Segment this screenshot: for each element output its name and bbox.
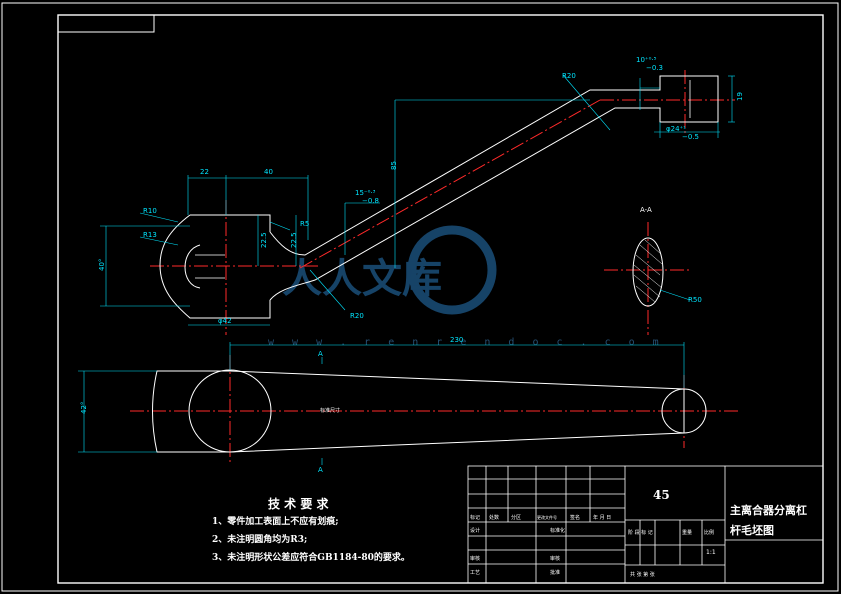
tb-date: 年 月 日	[593, 514, 611, 521]
title-block	[467, 465, 824, 584]
tech-req-2: 2、未注明圆角均为R3;	[212, 533, 307, 545]
tb-mark: 标记	[470, 514, 480, 521]
dim-tol15b: −0.8	[362, 197, 379, 205]
mid-label: 标准尺寸	[320, 407, 340, 414]
dim-40deg: 40°	[98, 259, 106, 271]
dim-r20-upper: R20	[562, 72, 576, 80]
part-name-2: 杆毛坯图	[730, 523, 774, 537]
dim-phi24b: −0.5	[682, 133, 699, 141]
tech-req-1: 1、零件加工表面上不应有划痕;	[212, 515, 339, 527]
dim-22-5a: 22.5	[260, 232, 268, 248]
technical-requirements: 技 术 要 求 1、零件加工表面上不应有划痕; 2、未注明圆角均为R3; 3、未…	[212, 496, 410, 563]
tb-craft: 工艺	[470, 570, 480, 576]
section-aa: A-A R50	[604, 206, 702, 335]
dim-22: 22	[200, 168, 209, 176]
tb-sheets: 共 张 第 张	[630, 571, 655, 578]
dim-19: 19	[736, 92, 744, 101]
section-mark-a2: A	[318, 466, 323, 474]
watermark-text: 人人文库	[282, 256, 442, 302]
tech-req-3: 3、未注明形状公差应符合GB1184-80的要求。	[212, 551, 410, 563]
dim-40: 40	[264, 168, 273, 176]
section-mark-a1: A	[318, 350, 323, 358]
dim-r20-lower: R20	[350, 312, 364, 320]
tb-standard: 标准化	[550, 527, 565, 534]
watermark-url: w w w . r e n r e n d o c . c o m	[268, 337, 665, 348]
part-name-1: 主离合器分离杠	[730, 503, 807, 517]
section-label: A-A	[640, 206, 652, 214]
tb-docno: 更改文件号	[537, 514, 557, 520]
tb-sign: 签名	[570, 514, 580, 521]
dim-r13: R13	[143, 231, 157, 239]
front-view: 22 40 R10 R13 R5 22.5 22.5 40° φ42 R20 1…	[98, 56, 744, 335]
dim-tol10b: −0.3	[646, 64, 663, 72]
watermark: 人人文库 w w w . r e n r e n d o c . c o m	[268, 225, 665, 348]
dim-tol10: 10⁺⁰·⁵	[636, 56, 657, 64]
tech-req-title: 技 术 要 求	[268, 496, 330, 511]
dim-phi24: φ24⁺¹	[666, 125, 686, 133]
tb-approve: 批准	[550, 569, 560, 576]
dim-230: 230	[450, 336, 463, 344]
top-view: 230 42° A A 标准尺寸	[78, 336, 740, 474]
dim-85: 85	[390, 161, 398, 170]
dim-r5: R5	[300, 220, 309, 228]
tb-weight: 重量	[682, 529, 692, 536]
tb-audit: 审核	[550, 555, 560, 562]
tb-zone: 分区	[511, 514, 521, 521]
dim-tol15: 15⁻⁰·³	[355, 189, 376, 197]
tb-review: 审核	[470, 555, 480, 562]
dim-r10: R10	[143, 207, 157, 215]
tb-scale-val: 1:1	[706, 549, 716, 556]
tb-scale: 比例	[704, 529, 714, 536]
tb-design: 设计	[470, 527, 480, 534]
tb-count: 处数	[489, 514, 499, 521]
material: 45	[653, 488, 670, 502]
dim-r50: R50	[688, 296, 702, 304]
dim-phi42: φ42	[218, 317, 232, 325]
dim-42: 42°	[80, 402, 88, 414]
inner-frame	[57, 14, 824, 584]
title-block-text: 45 主离合器分离杠 杆毛坯图 标记 处数 分区 更改文件号 签名 年 月 日 …	[470, 488, 807, 578]
tb-stage-mark: 阶 段 标 记	[628, 529, 653, 536]
dim-22-5b: 22.5	[290, 232, 298, 248]
corner-box	[57, 14, 155, 33]
